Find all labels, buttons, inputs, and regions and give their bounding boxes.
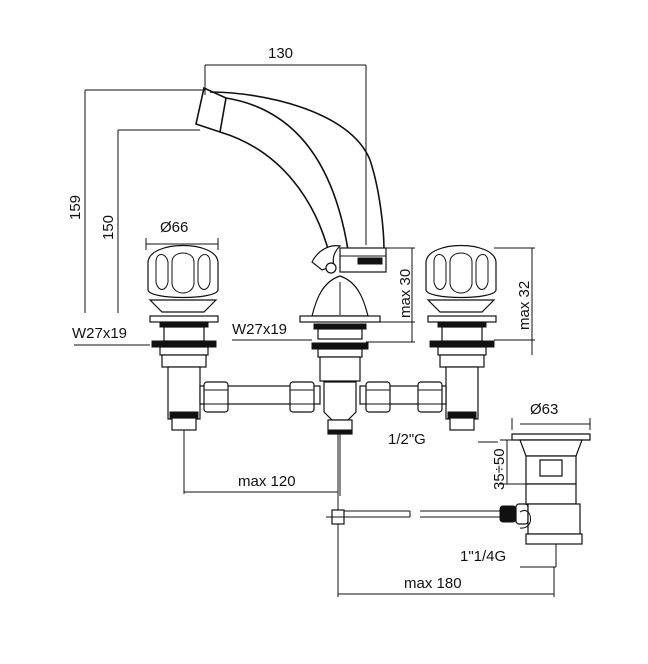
spout <box>195 86 387 273</box>
drain-rod <box>326 500 529 544</box>
waste-drain: Ø63 35÷50 1"1/4G <box>460 401 591 568</box>
right-threads <box>427 315 497 368</box>
label-max-30: max 30 <box>397 269 414 318</box>
label-half-inch-g: 1/2"G <box>388 431 426 448</box>
center-threads: W27x19 <box>232 321 369 382</box>
dim-max-30: max 30 <box>366 247 415 343</box>
connecting-pipes <box>199 381 447 496</box>
right-handle <box>425 245 497 313</box>
label-diameter-66: Ø66 <box>160 219 188 236</box>
dim-heights: 159 150 <box>67 89 205 313</box>
label-diameter-63: Ø63 <box>530 401 558 418</box>
dim-max-120: max 120 <box>183 430 339 500</box>
label-w27x19-center: W27x19 <box>232 321 287 338</box>
label-max-180: max 180 <box>404 575 462 592</box>
dim-max-32: max 32 <box>494 247 535 355</box>
label-max-120: max 120 <box>238 473 296 490</box>
left-threads: W27x19 <box>72 315 219 368</box>
center-body <box>299 245 381 323</box>
label-130: 130 <box>268 45 293 62</box>
left-handle: Ø66 <box>145 219 219 313</box>
label-one-quarter-g: 1"1/4G <box>460 548 506 565</box>
left-valve <box>167 366 201 431</box>
dim-max-180: max 180 <box>337 544 555 597</box>
label-w27x19-left: W27x19 <box>72 325 127 342</box>
label-35-50: 35÷50 <box>491 448 508 490</box>
dim-spout-reach: 130 <box>204 45 367 245</box>
label-max-32: max 32 <box>516 281 533 330</box>
label-150: 150 <box>100 215 117 240</box>
right-valve: 1/2"G <box>388 366 498 448</box>
label-159: 159 <box>67 195 84 220</box>
